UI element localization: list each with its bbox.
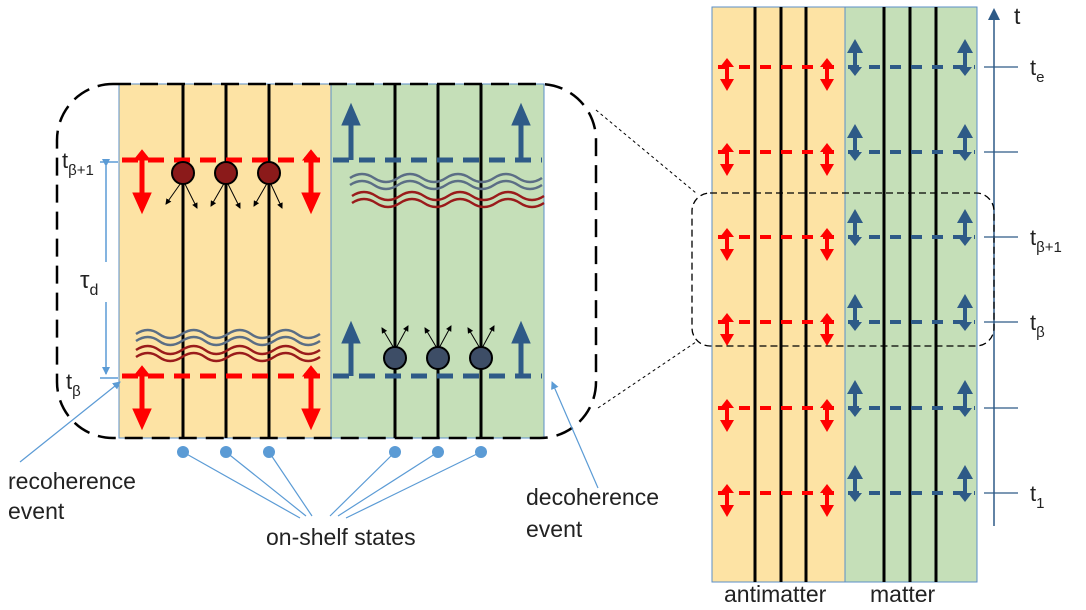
waves-top: [349, 172, 545, 209]
tick-labels: te tβ+1 tβ t1: [984, 55, 1062, 512]
recoherence-label-line2: event: [8, 498, 65, 524]
zoom-frame: [55, 82, 598, 440]
label-t-beta-plus-1: tβ+1: [62, 148, 94, 179]
decoherence-label-line2: event: [526, 516, 583, 542]
antimatter-label: antimatter: [724, 581, 827, 607]
axis-tick-label: t1: [1030, 481, 1044, 512]
event-row: [718, 380, 975, 432]
left-zoom-panel: tβ+1 tβ τd: [55, 82, 598, 440]
label-t-beta: tβ: [66, 369, 81, 400]
decoherence-pointer: [551, 381, 599, 489]
decoherence-particles: [381, 325, 495, 370]
axis-tick-label: te: [1030, 55, 1044, 86]
time-axis-label: t: [1014, 3, 1021, 29]
zoom-connector-top: [595, 109, 697, 194]
matter-label: matter: [870, 581, 936, 607]
waves-bottom: [135, 328, 321, 363]
decoherence-label-line1: decoherence: [526, 484, 659, 510]
axis-tick-label: tβ: [1030, 310, 1045, 341]
zoom-region-box: [691, 192, 995, 347]
event-row: [718, 124, 975, 176]
event-row: [718, 465, 975, 517]
axis-tick-label: tβ+1: [1030, 225, 1062, 256]
blue-up-arrows-left: [341, 102, 531, 376]
worldlines-left: [181, 84, 483, 438]
zoom-connector-bottom: [597, 341, 697, 409]
label-tau-d: τd: [80, 267, 98, 299]
recoherence-particles: [165, 161, 283, 209]
antimatter-region-right: [711, 6, 846, 583]
right-event-rows: [718, 39, 975, 517]
event-row: [718, 209, 975, 261]
red-down-arrows-left: [132, 149, 321, 431]
event-row: [718, 39, 975, 91]
on-shelf-pointers: [177, 446, 487, 519]
recoherence-pointer: [19, 381, 121, 463]
recoherence-label-line1: recoherence: [8, 468, 136, 494]
right-panel: t: [691, 3, 1021, 583]
event-row: [718, 294, 975, 346]
on-shelf-label: on-shelf states: [266, 524, 416, 550]
worldlines-right: [753, 7, 938, 582]
